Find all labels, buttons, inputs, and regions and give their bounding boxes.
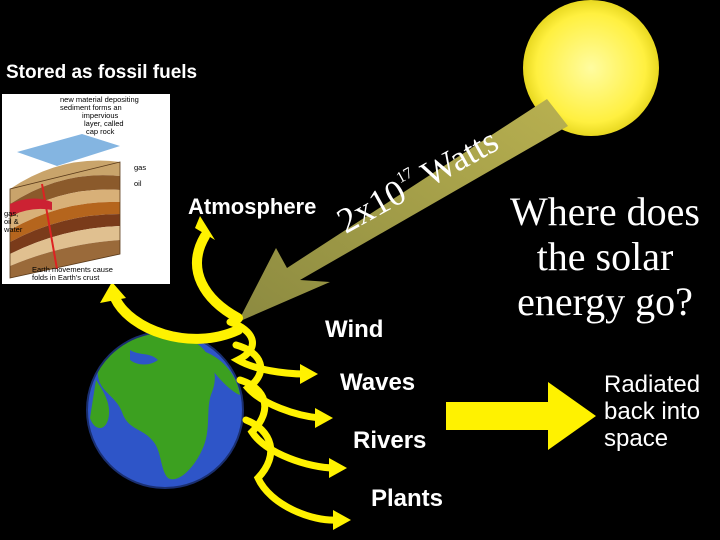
fossil-curve-arrow [110,293,243,344]
stored-fossil-fuels-label: Stored as fossil fuels [6,62,198,83]
atmosphere-label: Atmosphere [188,194,317,219]
wind-label: Wind [325,316,384,343]
cap-earth-movements: Earth movements cause [32,265,113,274]
cap-new-material: new material depositing [60,95,139,104]
question-heading: Where does the solar energy go? [510,189,700,324]
waves-arrow [232,341,324,422]
waves-arrow-head [315,408,333,428]
rivers-arrow [236,376,338,472]
waves-label: Waves [340,369,416,396]
cap-sediment: sediment forms an [60,103,122,112]
cap-oil: oil [134,179,142,188]
fossil-fuel-strata-panel: new material depositing sediment forms a… [2,94,170,284]
fossil-arrow-head [100,282,126,303]
cap-folds: folds in Earth's crust [32,273,100,282]
earth-icon [86,331,244,489]
radiated-arrow [446,382,596,450]
cap-layer-called: layer, called [84,119,124,128]
rivers-label: Rivers [353,427,427,454]
rivers-arrow-head [329,458,347,478]
radiated-label: Radiated back into space [604,371,701,452]
solar-beam-arrow [238,99,568,322]
wind-arrow-head [300,364,318,384]
cap-gas-oil-water-2: oil & [4,217,19,226]
rock-strata-cross-section-icon [9,134,121,279]
atmosphere-arrow-head [195,216,215,240]
sun-icon [523,0,659,136]
cap-gas-oil-water-3: water [4,225,23,234]
cap-impervious: impervious [82,111,119,120]
plants-arrow [242,416,342,524]
plants-label: Plants [371,485,444,512]
wind-arrow [226,318,309,378]
cap-gas: gas [134,163,147,172]
atmosphere-curve-arrow [192,231,243,323]
cap-cap-rock: cap rock [86,127,115,136]
plants-arrow-head [333,510,351,530]
cap-gas-oil-water-1: gas, [4,209,19,218]
